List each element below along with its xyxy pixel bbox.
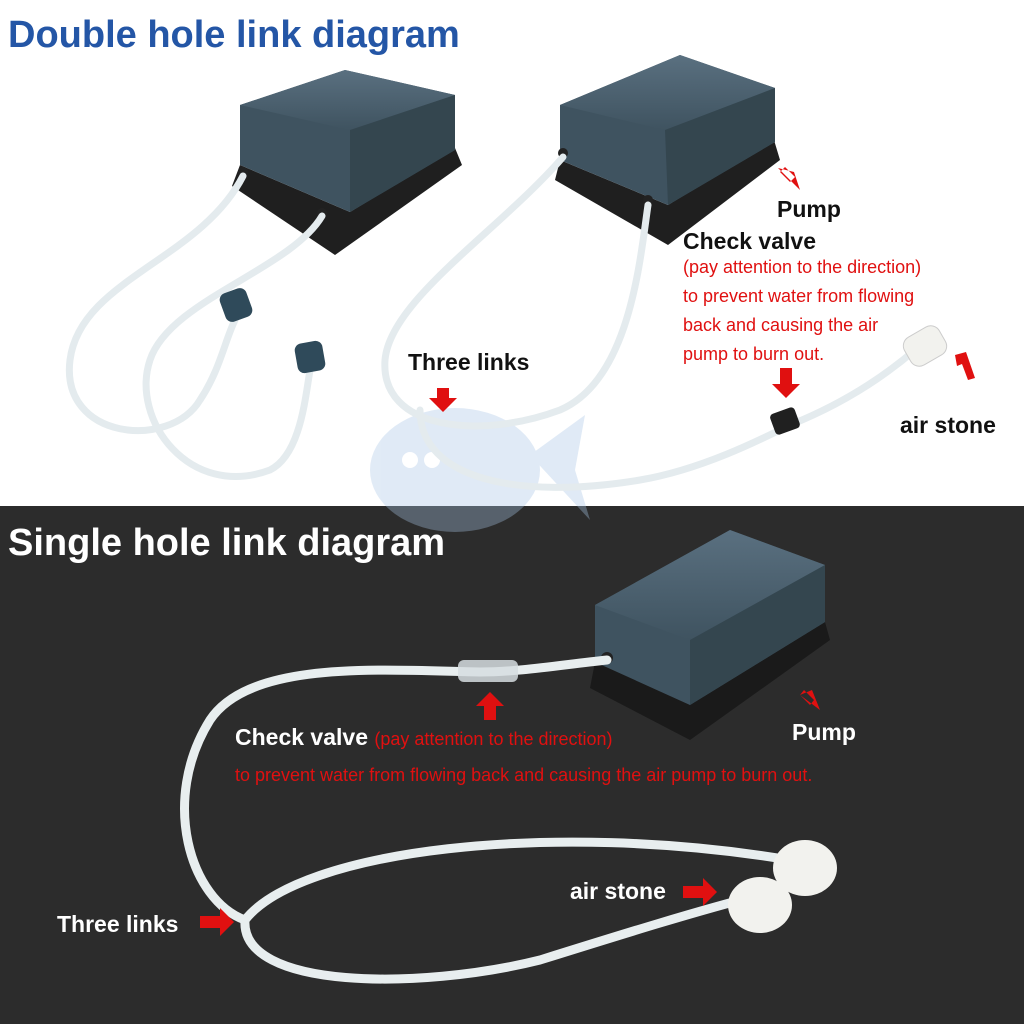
label-air-stone-top: air stone — [900, 412, 996, 439]
label-air-stone-bottom: air stone — [570, 878, 666, 905]
label-three-links-bottom: Three links — [57, 911, 178, 938]
double-pump-left-icon — [232, 70, 462, 255]
arrow-stone-top-icon — [955, 352, 975, 380]
note-top-line-3: back and causing the air — [683, 311, 878, 340]
air-stone-top-icon — [900, 322, 951, 370]
diagram-title-double: Double hole link diagram — [8, 14, 460, 57]
arrow-stone-bottom-icon — [683, 878, 717, 906]
label-check-valve-bottom: Check valve (pay attention to the direct… — [235, 724, 613, 751]
note-bottom-line-2: to prevent water from flowing back and c… — [235, 761, 812, 790]
check-valve-bottom-icon — [458, 660, 518, 682]
arrow-pump-top-icon — [778, 167, 800, 190]
diagram-title-single: Single hole link diagram — [8, 522, 445, 565]
arrow-pump-bottom-icon — [800, 690, 820, 710]
double-pump-right-icon — [555, 55, 780, 245]
note-top-line-2: to prevent water from flowing — [683, 282, 914, 311]
label-three-links-top: Three links — [408, 349, 529, 376]
label-check-valve-top: Check valve — [683, 228, 816, 255]
check-valve-bottom-text: Check valve — [235, 724, 368, 750]
arrow-valve-top-icon — [772, 368, 800, 398]
note-bottom-inline: (pay attention to the direction) — [374, 729, 612, 749]
label-pump-bottom: Pump — [792, 719, 856, 746]
tubing-left — [69, 176, 322, 477]
note-top-line-1: (pay attention to the direction) — [683, 253, 921, 282]
arrow-valve-bottom-icon — [476, 692, 504, 720]
single-pump-icon — [590, 530, 830, 740]
label-pump-top: Pump — [777, 196, 841, 223]
note-top-line-4: pump to burn out. — [683, 340, 824, 369]
